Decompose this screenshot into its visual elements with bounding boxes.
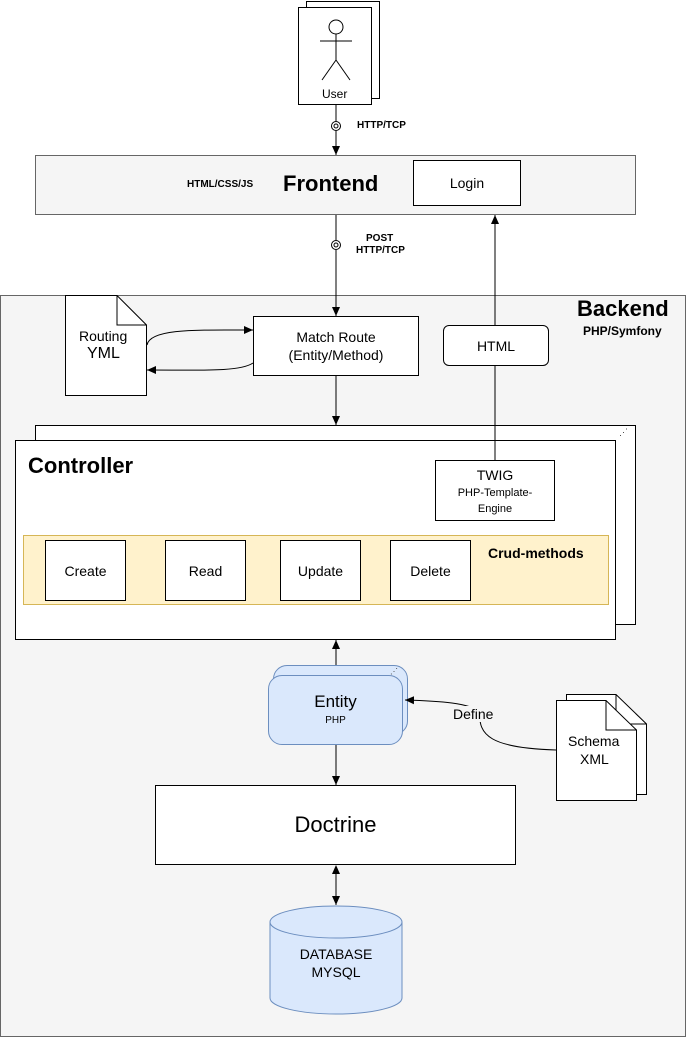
crud-create-button[interactable]: Create (45, 540, 126, 601)
html-label: HTML (476, 337, 516, 354)
crud-label: Crud-methods (488, 545, 584, 561)
schema-document[interactable] (556, 694, 648, 801)
user-frontend-link-label: HTTP/TCP (357, 120, 406, 131)
crud-update-button[interactable]: Update (280, 540, 361, 601)
doctrine-label: Doctrine (294, 812, 377, 837)
entity-stack-ellipsis-icon: ⋰ (390, 667, 398, 676)
crud-read-button[interactable]: Read (165, 540, 246, 601)
twig-label-2: PHP-Template- (457, 486, 533, 499)
twig-label-1: TWIG (476, 466, 514, 483)
crud-update-label: Update (297, 562, 344, 579)
crud-read-label: Read (188, 562, 223, 579)
entity-label: Entity (314, 692, 357, 711)
cylinder-shape (269, 905, 403, 1015)
define-link-label: Define (452, 706, 495, 722)
stack-ellipsis-icon: ⋰ (619, 427, 628, 437)
schema-label-2: XML (580, 751, 609, 767)
frontend-tech: HTML/CSS/JS (187, 179, 254, 190)
user-box[interactable] (298, 7, 372, 105)
frontend-backend-link-label-2: HTTP/TCP (356, 245, 405, 256)
match-route-box[interactable]: Match Route (Entity/Method) (253, 316, 419, 376)
match-route-label-1: Match Route (296, 329, 376, 345)
login-label: Login (449, 175, 485, 191)
crud-delete-label: Delete (410, 562, 451, 579)
crud-delete-button[interactable]: Delete (390, 540, 471, 601)
database-cylinder[interactable] (269, 905, 403, 1015)
stacked-document-shape (556, 694, 647, 801)
html-box[interactable]: HTML (443, 325, 549, 366)
database-label-2: MYSQL (311, 964, 361, 980)
match-route-label-2: (Entity/Method) (288, 347, 384, 363)
login-box[interactable]: Login (413, 160, 521, 206)
routing-label-1: Routing (79, 328, 128, 344)
doctrine-box[interactable]: Doctrine (155, 785, 516, 865)
document-shape (65, 295, 147, 396)
routing-label-2: YML (87, 345, 120, 362)
routing-document[interactable] (65, 295, 147, 396)
controller-title: Controller (28, 453, 134, 478)
frontend-container (35, 155, 636, 215)
entity-sublabel: PHP (325, 715, 346, 726)
entity-box[interactable]: Entity PHP (268, 675, 403, 745)
frontend-title: Frontend (283, 171, 379, 196)
database-label: DATABASE MYSQL (269, 945, 403, 981)
schema-label-1: Schema (568, 733, 620, 749)
frontend-backend-link-label-1: POST (366, 233, 394, 244)
user-label: User (322, 87, 348, 101)
twig-box[interactable]: TWIG PHP-Template- Engine (435, 460, 555, 521)
backend-subtitle: PHP/Symfony (583, 324, 662, 338)
crud-create-label: Create (64, 562, 107, 579)
database-label-1: DATABASE (299, 946, 373, 962)
backend-title: Backend (577, 296, 669, 321)
user-frontend-connector (331, 105, 341, 155)
twig-label-3: Engine (477, 502, 513, 515)
